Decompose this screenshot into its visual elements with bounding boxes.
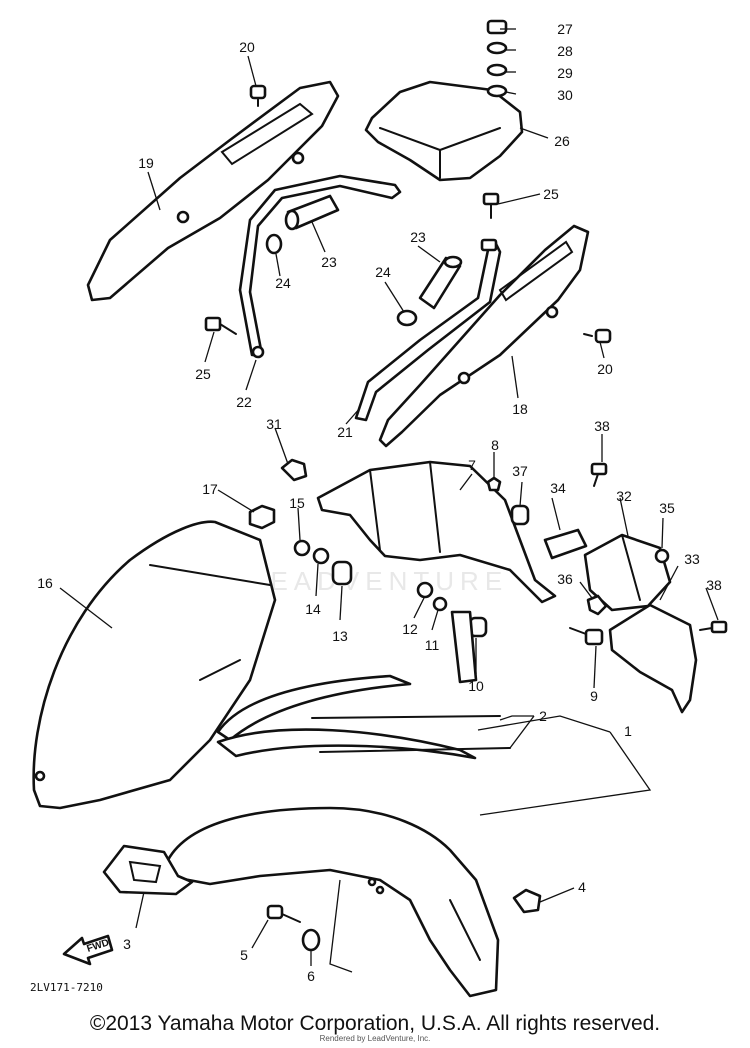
part-8-nut: [486, 476, 502, 492]
callout-14: 14: [305, 601, 321, 617]
callout-13: 13: [332, 628, 348, 644]
part-1-rear-fender: [166, 806, 500, 998]
part-36-bulb: [586, 594, 608, 616]
callout-32: 32: [616, 488, 632, 504]
part-6-collar: [301, 928, 321, 952]
callout-38-right: 38: [706, 577, 722, 593]
drawing-code: 2LV171-7210: [30, 981, 103, 994]
callout-20-right: 20: [597, 361, 613, 377]
part-4-grommet: [512, 888, 542, 914]
part-13-collar: [331, 560, 353, 586]
leader-lines: [59, 28, 719, 973]
part-21-rod: [354, 238, 502, 422]
callout-36: 36: [557, 571, 573, 587]
callout-5: 5: [240, 947, 248, 963]
callout-21: 21: [337, 424, 353, 440]
callout-29: 29: [557, 65, 573, 81]
part-38-bolt-right: [699, 620, 728, 634]
callout-31: 31: [266, 416, 282, 432]
callout-2: 2: [539, 708, 547, 724]
part-20-bolt-right: [583, 328, 612, 344]
part-5-bolt: [266, 904, 301, 923]
part-22-bracket: [238, 174, 402, 359]
part-38-bolt-top: [590, 462, 608, 487]
callout-8: 8: [491, 437, 499, 453]
part-17-grommet: [248, 504, 276, 530]
callout-22: 22: [236, 394, 252, 410]
callout-28: 28: [557, 43, 573, 59]
callout-15: 15: [289, 495, 305, 511]
part-7-rear-fender: [316, 460, 557, 604]
part-16-front-fender: [32, 520, 277, 810]
callout-35: 35: [659, 500, 675, 516]
callout-20-top: 20: [239, 39, 255, 55]
rendered-by-notice: Rendered by LeadVenture, Inc.: [319, 1034, 431, 1043]
callout-7: 7: [468, 457, 476, 473]
part-25-bolt-top: [482, 192, 500, 219]
part-12-nut: [416, 581, 434, 599]
part-3-reflector: [102, 844, 194, 896]
part-24-spacer-left: [265, 233, 283, 255]
callout-23-right: 23: [410, 229, 426, 245]
copyright-notice: ©2013 Yamaha Motor Corporation, U.S.A. A…: [89, 1012, 661, 1035]
callout-25-left: 25: [195, 366, 211, 382]
callout-27: 27: [557, 21, 573, 37]
part-32-tail-light: [583, 533, 672, 612]
part-27-30-hardware: [486, 19, 508, 98]
part-23-collar-right: [418, 255, 463, 310]
part-20-bolt-top: [249, 84, 267, 107]
callout-25-top: 25: [543, 186, 559, 202]
part-15-washer: [293, 539, 311, 557]
part-35-nut: [654, 548, 670, 564]
callout-19: 19: [138, 155, 154, 171]
callout-11: 11: [425, 637, 440, 653]
callout-26: 26: [554, 133, 570, 149]
callout-1: 1: [624, 723, 632, 739]
part-37-collar: [510, 504, 530, 526]
part-14-nut: [312, 547, 330, 565]
callout-23-left: 23: [321, 254, 337, 270]
callout-18: 18: [512, 401, 528, 417]
callout-30: 30: [557, 87, 573, 103]
part-25-bolt-left: [204, 316, 237, 335]
part-24-spacer-right: [396, 309, 418, 327]
part-33-license-bracket: [608, 603, 698, 714]
part-34-bracket: [543, 528, 588, 560]
callout-10: 10: [468, 678, 484, 694]
part-10-bracket: [450, 610, 478, 684]
callout-3: 3: [123, 936, 131, 952]
fwd-arrow-icon: FWD: [62, 934, 114, 966]
part-18-side-plate: [378, 224, 590, 448]
callout-17: 17: [202, 481, 218, 497]
part-23-collar-left: [284, 194, 340, 231]
part-26-cover: [364, 80, 524, 182]
callout-4: 4: [578, 879, 586, 895]
callout-24-left: 24: [275, 275, 291, 291]
callout-33: 33: [684, 551, 700, 567]
callout-6: 6: [307, 968, 315, 984]
part-2-stay: [216, 674, 511, 760]
callout-16: 16: [37, 575, 53, 591]
callout-labels: 1 2 3 4 5 6 7 8 9 10 11 12 13 14 15 16 1…: [37, 21, 722, 984]
callout-24-right: 24: [375, 264, 391, 280]
part-9-bolt: [569, 627, 604, 646]
callout-38-top: 38: [594, 418, 610, 434]
callout-12: 12: [402, 621, 418, 637]
part-31-clip: [280, 458, 308, 482]
part-19-side-plate: [86, 80, 340, 302]
callout-9: 9: [590, 688, 598, 704]
watermark: LEADVENTURE: [250, 566, 508, 596]
callout-37: 37: [512, 463, 528, 479]
part-11-washer: [432, 596, 448, 612]
callout-34: 34: [550, 480, 566, 496]
